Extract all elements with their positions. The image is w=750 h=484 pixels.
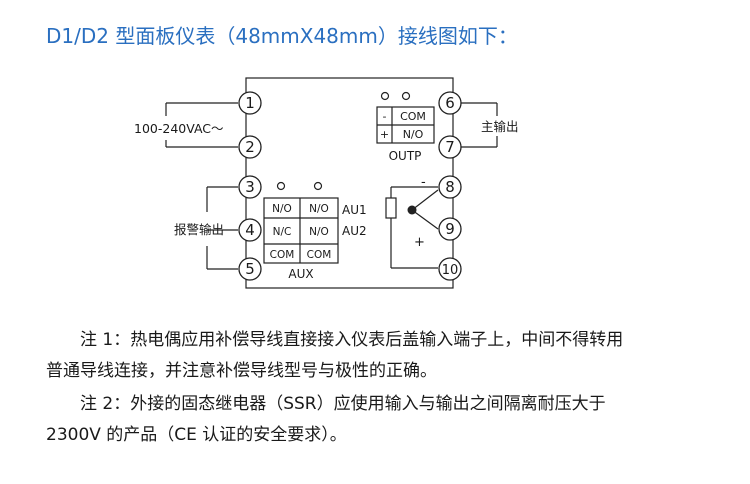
aux-cell-2: N/O: [309, 203, 329, 215]
main-output-label: 主输出: [481, 119, 519, 134]
sensor-minus-label: -: [421, 175, 426, 190]
aux-cell-4: N/O: [309, 226, 329, 238]
aux-cell-1: N/O: [272, 203, 292, 215]
terminal-2: [238, 135, 262, 159]
terminal-5: [238, 257, 262, 281]
terminal-3: [238, 175, 262, 199]
note-1-line-1: 注 1：热电偶应用补偿导线直接接入仪表后盖输入端子上，中间不得转用: [46, 325, 716, 356]
terminal-6: [438, 91, 462, 115]
terminal-9: [438, 217, 462, 241]
terminal-4-label: 4: [245, 221, 255, 239]
terminal-1-label: 1: [245, 94, 255, 112]
note-1-line-1-text: 注 1：热电偶应用补偿导线直接接入仪表后盖输入端子上，中间不得转用: [80, 330, 624, 350]
aux-cell-5: COM: [270, 249, 295, 261]
aux-cell-3: N/C: [273, 226, 292, 238]
terminal-10: [438, 257, 462, 281]
outp-cell-minus: -: [383, 110, 387, 123]
terminal-8-label: 8: [445, 178, 455, 196]
thermocouple-junction: [407, 205, 417, 215]
sensor-plus-label: +: [414, 235, 425, 250]
outp-caption: OUTP: [389, 149, 422, 163]
note-1-line-2: 普通导线连接，并注意补偿导线型号与极性的正确。: [46, 361, 437, 381]
terminal-3-label: 3: [245, 178, 255, 196]
terminal-4: [238, 218, 262, 242]
aux-row-label-au1: AU1: [342, 203, 367, 217]
outp-cell-plus: +: [380, 128, 389, 141]
terminal-10-label: 10: [442, 263, 459, 278]
terminal-1: [238, 91, 262, 115]
note-2-line-2: 2300V 的产品（CE 认证的安全要求）。: [46, 425, 347, 445]
outp-cell-no: N/O: [403, 128, 424, 141]
terminal-8: [438, 175, 462, 199]
page-title: D1/D2 型面板仪表（48mmX48mm）接线图如下：: [46, 24, 518, 48]
terminal-2-label: 2: [245, 138, 255, 156]
note-2: 注 2：外接的固态继电器（SSR）应使用输入与输出之间隔离耐压大于 2300V …: [46, 389, 716, 451]
terminal-7-label: 7: [445, 138, 455, 156]
note-2-line-1-text: 注 2：外接的固态继电器（SSR）应使用输入与输出之间隔离耐压大于: [80, 394, 606, 414]
note-1: 注 1：热电偶应用补偿导线直接接入仪表后盖输入端子上，中间不得转用 普通导线连接…: [46, 325, 716, 387]
terminal-7: [438, 135, 462, 159]
outp-cell-com: COM: [400, 110, 426, 123]
note-2-line-1: 注 2：外接的固态继电器（SSR）应使用输入与输出之间隔离耐压大于: [46, 389, 716, 420]
terminal-9-label: 9: [445, 220, 455, 238]
aux-row-label-au2: AU2: [342, 224, 367, 238]
terminal-5-label: 5: [245, 260, 255, 278]
wiring-diagram: 1 2 3 4 5 6 7 8 9 10 100-240VAC～ 报警输出 主输…: [134, 77, 519, 289]
aux-caption: AUX: [288, 267, 313, 281]
alarm-output-label: 报警输出: [174, 222, 224, 237]
power-label: 100-240VAC～: [134, 121, 224, 136]
aux-cell-6: COM: [307, 249, 332, 261]
terminal-6-label: 6: [445, 94, 455, 112]
